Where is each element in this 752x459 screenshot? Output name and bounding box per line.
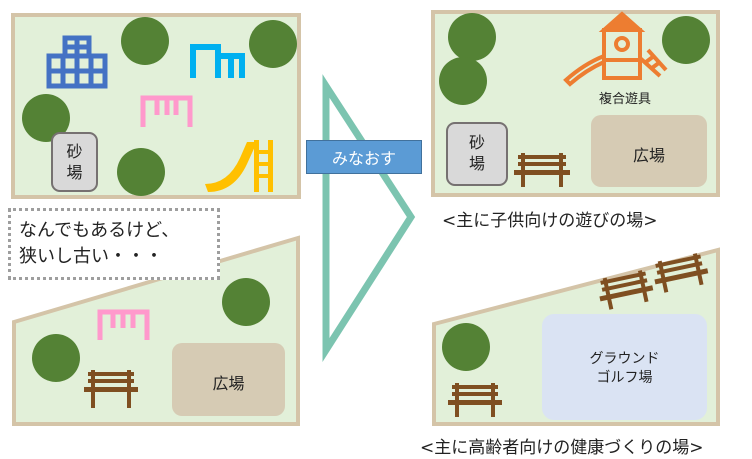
bench-icon	[599, 270, 654, 310]
minaosu-button[interactable]: みなおす	[306, 140, 422, 174]
slide-icon	[205, 140, 273, 192]
jungle-gym-icon	[46, 35, 108, 89]
golf-label: グラウンド ゴルフ場	[589, 351, 660, 386]
bench-icon	[84, 370, 138, 408]
sand-label-left: 砂 場	[66, 142, 83, 182]
combo-play-label: 複合遊具	[598, 92, 651, 107]
caption-elderly: <主に高齢者向けの健康づくりの場>	[420, 438, 704, 458]
tree-icon	[32, 334, 80, 382]
tree-icon	[121, 17, 169, 65]
bench-icon	[514, 153, 570, 187]
golf-area	[542, 314, 707, 420]
tree-icon	[439, 57, 487, 105]
bench-icon	[448, 383, 502, 417]
tree-icon	[249, 20, 297, 68]
combo-play-icon	[563, 11, 668, 87]
bench-icon	[654, 253, 709, 293]
swing-icon	[140, 95, 193, 127]
tree-icon	[448, 13, 496, 61]
hiroba-label-left: 広場	[212, 374, 245, 393]
caption-kids: <主に子供向けの遊びの場>	[442, 211, 658, 231]
sand-box-left	[51, 132, 98, 192]
tree-icon	[22, 94, 70, 142]
hiroba-area-left	[172, 343, 285, 416]
tree-icon	[442, 323, 490, 371]
sand-box-right	[446, 122, 508, 186]
hiroba-area-right	[591, 115, 707, 187]
hiroba-label-right: 広場	[632, 146, 665, 165]
comment-note: なんでもあるけど、 狭いし古い・・・	[8, 208, 220, 280]
note-line: なんでもあるけど、	[19, 220, 180, 241]
tree-icon	[117, 148, 165, 196]
sand-label-right: 砂 場	[468, 133, 485, 173]
transform-arrow-icon	[322, 74, 416, 362]
note-line: 狭いし古い・・・	[19, 246, 163, 267]
tree-icon	[662, 16, 710, 64]
monkey-bars-icon	[190, 44, 245, 78]
tree-icon	[222, 278, 270, 326]
swing-icon	[97, 309, 150, 340]
